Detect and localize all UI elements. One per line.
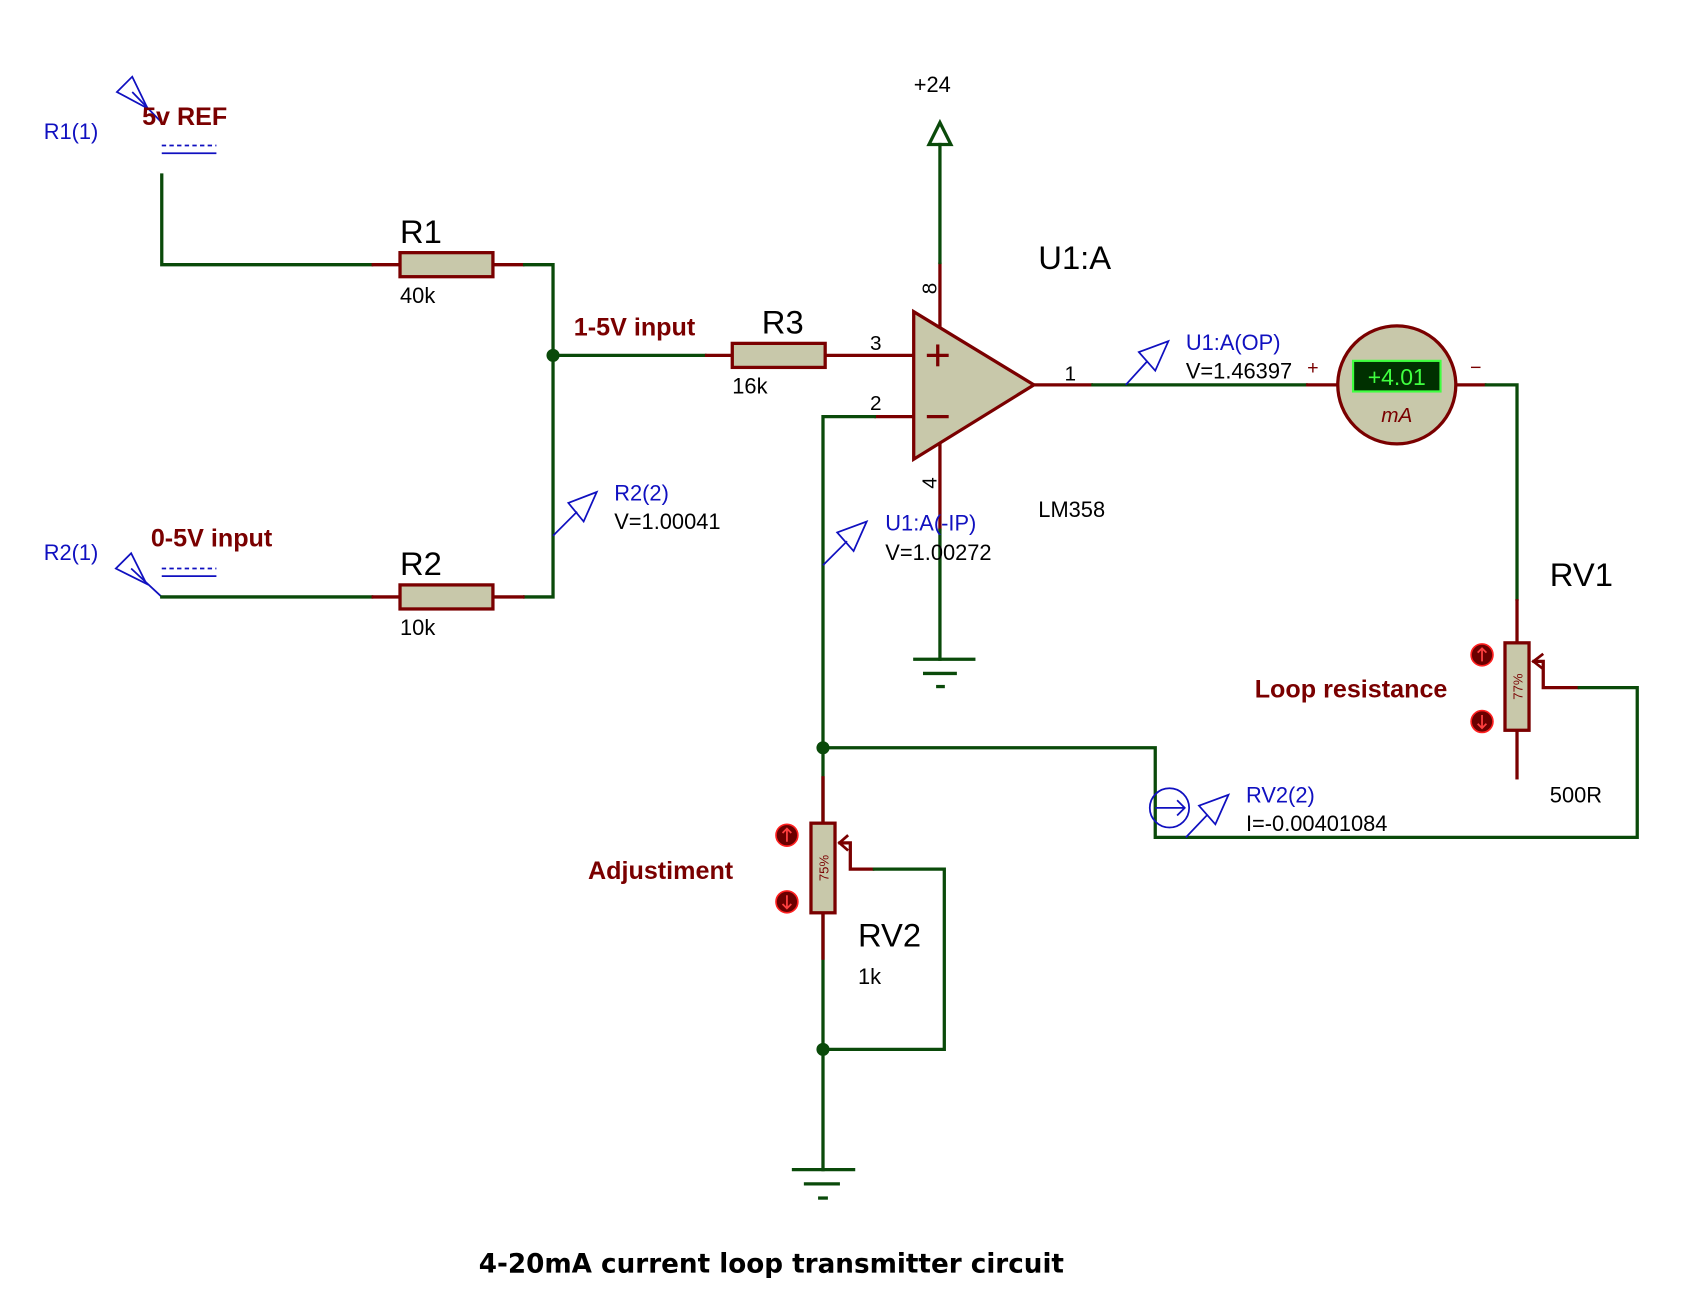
current-probe-rv2-2[interactable] bbox=[1148, 787, 1231, 838]
arrow-down-icon bbox=[1477, 714, 1488, 730]
ammeter-display bbox=[1351, 359, 1442, 393]
figure-title: 4-20mA current loop transmitter circuit bbox=[479, 1249, 1064, 1279]
rv2-wiper-position: 75% bbox=[816, 855, 831, 882]
u1-part: LM358 bbox=[1038, 497, 1105, 522]
potentiometer-rv1[interactable]: 77% bbox=[1503, 641, 1531, 732]
arrow-up-icon bbox=[781, 827, 792, 842]
wire-loop-return bbox=[821, 686, 1639, 840]
r3-value: 16k bbox=[732, 374, 767, 399]
ammeter-reading: +4.01 bbox=[1368, 364, 1426, 390]
annotation-loop-resistance: Loop resistance bbox=[1255, 675, 1448, 703]
wire-feedback bbox=[821, 414, 876, 1172]
probe-label-u1-ip: U1:A(-IP) bbox=[885, 510, 976, 535]
ammeter-unit: mA bbox=[1381, 404, 1412, 427]
ammeter-minus-terminal: − bbox=[1470, 357, 1481, 379]
probe-value-u1-ip: V=1.00272 bbox=[885, 540, 991, 565]
annotation-5v-ref: 5v REF bbox=[142, 103, 227, 131]
annotation-adjustment: Adjustiment bbox=[588, 857, 734, 885]
arrow-up-icon bbox=[1477, 647, 1488, 662]
probe-label-u1-op: U1:A(OP) bbox=[1186, 330, 1281, 355]
probe-arrow-icon bbox=[566, 490, 599, 524]
rv1-decrement-button[interactable] bbox=[1470, 709, 1494, 734]
annotation-1-5v-input: 1-5V input bbox=[574, 314, 696, 342]
resistor-r2[interactable] bbox=[398, 583, 495, 611]
junction-dot bbox=[816, 1042, 830, 1056]
resistor-r3[interactable] bbox=[730, 341, 827, 370]
pin-3-label: 3 bbox=[870, 332, 882, 355]
wire-summing-node bbox=[522, 263, 555, 599]
probe-arrow-icon bbox=[1137, 339, 1171, 373]
probe-value-r2-2: V=1.00041 bbox=[614, 509, 720, 534]
op-amp-u1a[interactable] bbox=[912, 308, 1038, 463]
wire-r1-in bbox=[160, 173, 374, 267]
probe-value-rv2-2: I=-0.00401084 bbox=[1246, 811, 1388, 836]
voltage-probe-u1-ip[interactable] bbox=[822, 519, 869, 566]
r2-generator-probe[interactable] bbox=[114, 551, 217, 598]
probe-label-r2-2: R2(2) bbox=[614, 481, 669, 506]
r3-ref: R3 bbox=[762, 304, 804, 341]
rv1-increment-button[interactable] bbox=[1470, 643, 1494, 667]
pin-2-label: 2 bbox=[870, 392, 882, 415]
rv1-wiper bbox=[1532, 659, 1580, 690]
resistor-r1[interactable] bbox=[398, 251, 495, 279]
probe-label-r2-1: R2(1) bbox=[44, 540, 99, 565]
wire-rv2-wiper bbox=[821, 867, 946, 1052]
power-label: +24 bbox=[914, 72, 951, 97]
pin-1-label: 1 bbox=[1065, 363, 1077, 386]
probe-arrow-icon bbox=[114, 551, 149, 586]
arrow-down-icon bbox=[781, 895, 792, 910]
probe-label-rv2-2: RV2(2) bbox=[1246, 782, 1315, 807]
rv2-value: 1k bbox=[858, 964, 881, 989]
pin-4-label: 4 bbox=[919, 477, 942, 489]
rv1-value: 500R bbox=[1550, 782, 1602, 807]
r1-ref: R1 bbox=[400, 213, 442, 250]
pin-8-label: 8 bbox=[919, 283, 942, 295]
r2-value: 10k bbox=[400, 615, 435, 640]
ground-symbol-u1 bbox=[913, 657, 976, 689]
u1-ref: U1:A bbox=[1038, 239, 1111, 276]
current-arrow-icon bbox=[1155, 799, 1186, 817]
rv1-ref: RV1 bbox=[1550, 556, 1613, 593]
wire-meter-to-rv1 bbox=[1484, 383, 1519, 601]
probe-value-u1-op: V=1.46397 bbox=[1186, 358, 1292, 383]
r2-ref: R2 bbox=[400, 545, 442, 582]
voltage-probe-u1-op[interactable] bbox=[1125, 339, 1171, 386]
rv2-decrement-button[interactable] bbox=[775, 890, 799, 914]
ammeter[interactable]: +4.01 mA bbox=[1336, 324, 1458, 446]
junction-dot bbox=[816, 741, 830, 755]
annotation-0-5v-input: 0-5V input bbox=[151, 525, 273, 553]
probe-arrow-icon bbox=[1197, 793, 1231, 826]
rv2-wiper bbox=[838, 841, 875, 871]
rv2-ref: RV2 bbox=[858, 917, 921, 954]
rv1-wiper-position: 77% bbox=[1510, 673, 1525, 700]
potentiometer-rv2[interactable]: 75% bbox=[809, 821, 837, 915]
rv2-increment-button[interactable] bbox=[775, 823, 799, 847]
r1-value: 40k bbox=[400, 283, 435, 308]
probe-arrow-icon bbox=[835, 519, 869, 553]
power-terminal-24v[interactable] bbox=[926, 118, 954, 147]
probe-arrow-icon bbox=[115, 75, 150, 111]
probe-label-r1-1: R1(1) bbox=[44, 119, 99, 144]
power-arrow-icon bbox=[926, 118, 954, 147]
voltage-probe-r2-2[interactable] bbox=[552, 490, 599, 537]
ammeter-plus-terminal: + bbox=[1307, 357, 1318, 379]
r1-generator-probe[interactable] bbox=[115, 75, 217, 155]
ground-symbol-main bbox=[791, 1168, 856, 1200]
